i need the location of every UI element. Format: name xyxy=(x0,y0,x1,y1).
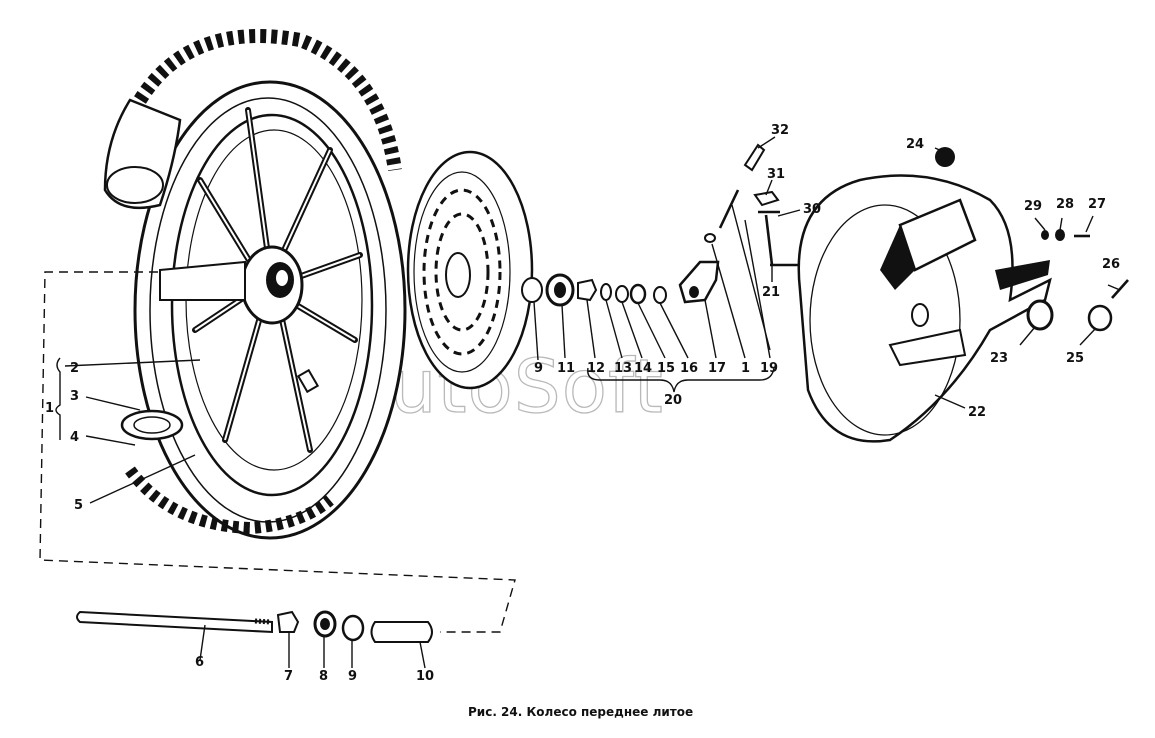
label-7: 7 xyxy=(284,669,293,684)
label-26: 26 xyxy=(1102,257,1120,272)
label-22: 22 xyxy=(968,405,986,420)
label-8: 8 xyxy=(319,669,328,684)
brake-drum xyxy=(406,150,534,390)
label-24: 24 xyxy=(906,137,924,152)
label-19: 19 xyxy=(760,361,778,376)
label-2: 2 xyxy=(70,361,79,376)
label-20: 20 xyxy=(664,393,682,408)
label-9-axle: 9 xyxy=(348,669,357,684)
figure-caption: Рис. 24. Колесо переднее литое xyxy=(468,705,693,719)
label-23: 23 xyxy=(990,351,1008,366)
label-30: 30 xyxy=(803,202,821,217)
label-29: 29 xyxy=(1024,199,1042,214)
label-10: 10 xyxy=(416,669,434,684)
label-4: 4 xyxy=(70,430,79,445)
label-3: 3 xyxy=(70,389,79,404)
label-1-washer: 1 xyxy=(741,361,750,376)
label-21: 21 xyxy=(762,285,780,300)
label-16: 16 xyxy=(680,361,698,376)
leader-lines xyxy=(55,136,1121,669)
label-11: 11 xyxy=(557,361,575,376)
label-27: 27 xyxy=(1088,197,1106,212)
label-15: 15 xyxy=(657,361,675,376)
label-5: 5 xyxy=(74,498,83,513)
hub-parts-row xyxy=(521,189,771,351)
label-14: 14 xyxy=(634,361,652,376)
label-12: 12 xyxy=(587,361,605,376)
label-13: 13 xyxy=(614,361,632,376)
axle-parts xyxy=(76,610,433,643)
part-labels: 1 2 3 4 5 6 7 8 9 10 9 11 12 13 14 15 16… xyxy=(45,123,1120,684)
label-6: 6 xyxy=(195,655,204,670)
label-9: 9 xyxy=(534,361,543,376)
label-32: 32 xyxy=(771,123,789,138)
assembly-dashed-outline xyxy=(39,271,516,633)
label-25: 25 xyxy=(1066,351,1084,366)
wheel-assembly xyxy=(103,29,407,540)
brake-plate xyxy=(797,147,1129,443)
label-17: 17 xyxy=(708,361,726,376)
label-31: 31 xyxy=(767,167,785,182)
label-1: 1 xyxy=(45,401,54,416)
label-28: 28 xyxy=(1056,197,1074,212)
